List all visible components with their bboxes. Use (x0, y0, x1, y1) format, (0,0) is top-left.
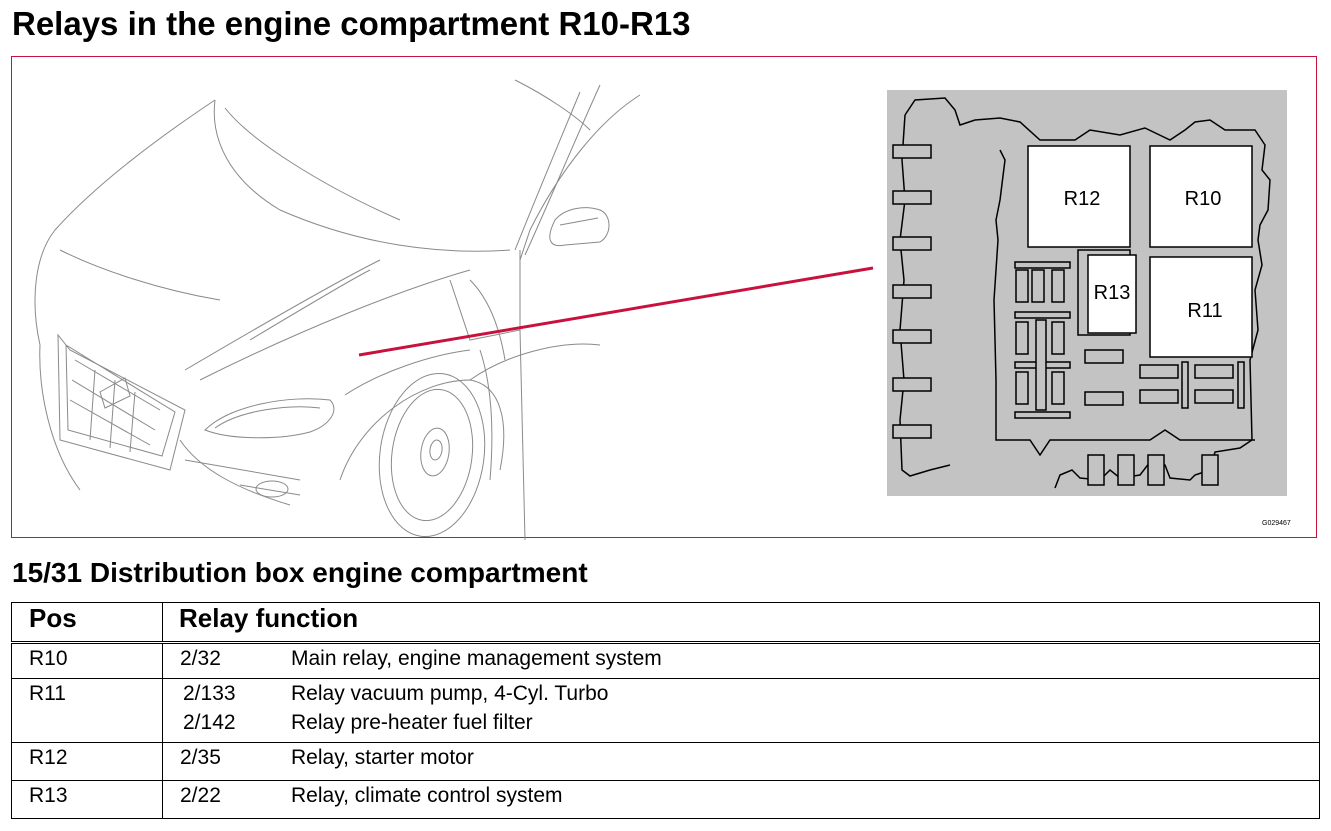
page-title: Relays in the engine compartment R10-R13 (12, 5, 691, 42)
column-header-function: Relay function (162, 602, 1320, 644)
pos-cell: R12 (11, 742, 163, 781)
function-cell: 2/35 Relay, starter motor (162, 742, 1320, 781)
function-desc: Main relay, engine management system (291, 647, 662, 670)
pos-cell: R13 (11, 780, 163, 819)
function-desc: Relay, starter motor (291, 746, 474, 769)
relay-table: Pos Relay function R10 2/32 Main relay, … (11, 602, 1320, 819)
leader-line (358, 266, 874, 357)
table-row: R12 2/35 Relay, starter motor (11, 742, 1320, 781)
table-header-row: Pos Relay function (11, 602, 1320, 644)
section-title: 15/31 Distribution box engine compartmen… (12, 557, 588, 588)
pos-cell: R10 (11, 642, 163, 679)
function-code: 2/35 (180, 746, 221, 769)
relay-label-r12: R12 (1064, 188, 1101, 210)
relay-label-r11: R11 (1187, 300, 1222, 322)
function-cell: 2/133 Relay vacuum pump, 4-Cyl. Turbo 2/… (162, 678, 1320, 743)
function-desc: Relay vacuum pump, 4-Cyl. Turbo (291, 682, 609, 705)
function-code: 2/22 (180, 784, 221, 807)
function-code: 2/133 (183, 682, 236, 705)
function-desc: Relay pre-heater fuel filter (291, 711, 533, 734)
function-desc: Relay, climate control system (291, 784, 563, 807)
relay-label-r13: R13 (1094, 282, 1131, 304)
table-row: R11 2/133 Relay vacuum pump, 4-Cyl. Turb… (11, 678, 1320, 743)
function-cell: 2/22 Relay, climate control system (162, 780, 1320, 819)
pos-cell: R11 (11, 678, 163, 743)
relay-label-r10: R10 (1185, 188, 1222, 210)
figure-frame (11, 56, 1317, 538)
function-code: 2/32 (180, 647, 221, 670)
table-row: R13 2/22 Relay, climate control system (11, 780, 1320, 819)
distribution-box: R12 R10 R13 R11 (887, 90, 1287, 496)
relay-location-figure: R12 R10 R13 R11 (34, 79, 1287, 541)
function-cell: 2/32 Main relay, engine management syste… (162, 642, 1320, 679)
column-header-pos: Pos (11, 602, 163, 644)
table-row: R10 2/32 Main relay, engine management s… (11, 642, 1320, 679)
function-code: 2/142 (183, 711, 236, 734)
figure-code: G029467 (1262, 520, 1291, 527)
car-illustration (34, 79, 641, 541)
